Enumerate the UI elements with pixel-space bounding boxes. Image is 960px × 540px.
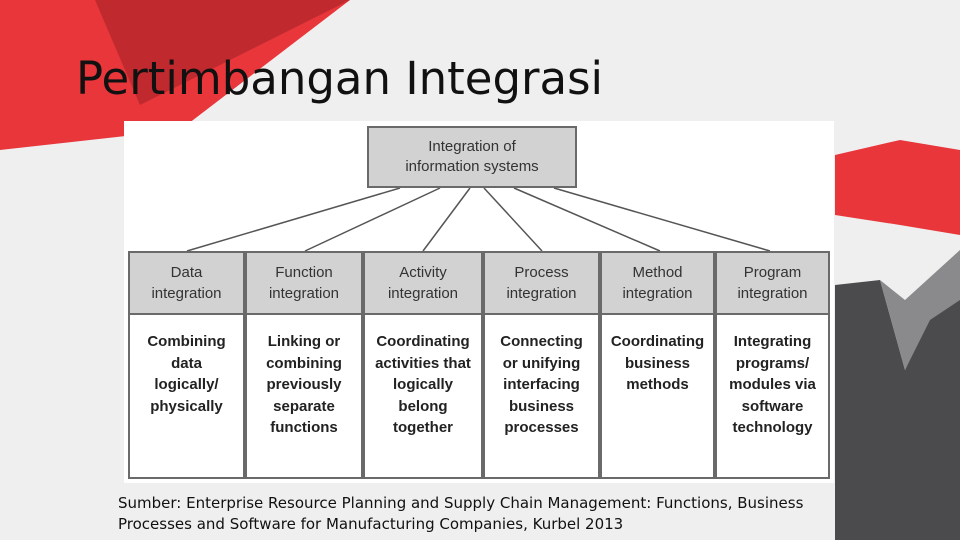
connector-lines [186, 187, 771, 252]
red-ribbon-shape [835, 140, 960, 235]
connector-line [553, 187, 771, 252]
column-description: Coordinating activities that logically b… [375, 333, 471, 436]
integration-column-activity: Activity integration Coordinating activi… [363, 251, 483, 479]
light-ribbon-shape [880, 250, 960, 370]
column-description: Coordinating business methods [610, 333, 705, 393]
column-heading: Program integration [717, 253, 828, 315]
integration-column-function: Function integration Linking or combinin… [245, 251, 363, 479]
column-heading: Method integration [602, 253, 713, 315]
source-citation: Sumber: Enterprise Resource Planning and… [118, 494, 804, 533]
connector-line [186, 187, 401, 252]
integration-column-program: Program integration Integrating programs… [715, 251, 830, 479]
integration-column-process: Process integration Connecting or unifyi… [483, 251, 600, 479]
root-node-box: Integration of information systems [367, 126, 577, 188]
integration-column-data: Data integration Combining data logicall… [128, 251, 245, 479]
column-heading: Data integration [130, 253, 243, 315]
column-description: Combining data logically/ physically [147, 333, 226, 415]
column-heading: Function integration [247, 253, 361, 315]
connector-line [483, 187, 543, 252]
slide-title: Pertimbangan Integrasi [76, 52, 604, 105]
column-description: Integrating programs/ modules via softwa… [729, 333, 816, 436]
dark-red-banner-shape [95, 0, 350, 105]
diagram-panel: Integration of information systems Data … [124, 121, 834, 483]
column-heading: Process integration [485, 253, 598, 315]
column-description: Linking or combining previously separate… [266, 333, 342, 436]
column-description: Connecting or unifying interfacing busin… [500, 333, 583, 436]
connector-line [513, 187, 661, 252]
integration-column-method: Method integration Coordinating business… [600, 251, 715, 479]
connector-line [304, 187, 441, 252]
column-heading: Activity integration [365, 253, 481, 315]
connector-line [422, 187, 471, 252]
